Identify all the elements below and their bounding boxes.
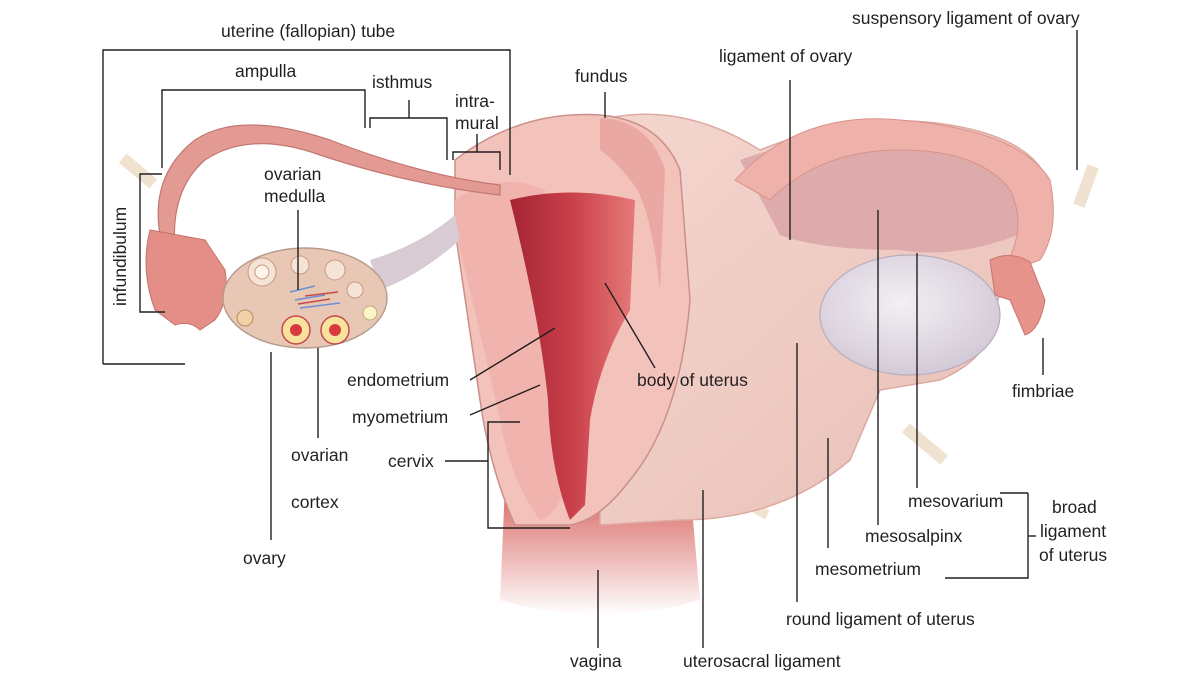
right-ovary-shape [819,254,1001,376]
label-cervix: cervix [388,451,434,471]
right-fimbriae-shape [989,255,1046,336]
label-broad-ligament-line2: ligament [1040,521,1106,541]
labels: uterine (fallopian) tube ampulla isthmus… [110,8,1107,671]
label-broad-ligament-line1: broad [1052,497,1097,517]
label-myometrium: myometrium [352,407,448,427]
label-suspensory-ligament: suspensory ligament of ovary [852,8,1080,28]
label-uterosacral-ligament: uterosacral ligament [683,651,841,671]
label-infundibulum: infundibulum [110,207,130,306]
uterine-cavity [510,192,635,520]
label-ligament-of-ovary: ligament of ovary [719,46,853,66]
label-vagina: vagina [570,651,622,671]
label-ovarian-medulla-line1: ovarian [264,164,321,184]
label-mesosalpinx: mesosalpinx [865,526,963,546]
label-broad-ligament-line3: of uterus [1039,545,1107,565]
label-uterine-tube: uterine (fallopian) tube [221,21,395,41]
leader-lines [102,30,1078,648]
label-round-ligament: round ligament of uterus [786,609,975,629]
label-fimbriae: fimbriae [1012,381,1074,401]
right-uterine-tube [734,118,1054,277]
uterus-back-wall [600,118,665,290]
label-endometrium: endometrium [347,370,449,390]
label-mesovarium: mesovarium [908,491,1003,511]
left-fimbriae-shape [145,229,227,331]
left-ovarian-ligament [370,215,460,290]
label-isthmus: isthmus [372,72,433,92]
label-ovarian-cortex-line2: cortex [291,492,339,512]
label-ovary: ovary [243,548,286,568]
label-body-of-uterus: body of uterus [637,370,748,390]
label-intramural-line1: intra- [455,91,495,111]
label-ovarian-cortex-line1: ovarian [291,445,348,465]
ovarian-follicles [236,255,378,345]
label-mesometrium: mesometrium [815,559,921,579]
label-intramural-line2: mural [455,113,499,133]
label-ampulla: ampulla [235,61,297,81]
label-ovarian-medulla-line2: medulla [264,186,326,206]
label-fundus: fundus [575,66,628,86]
